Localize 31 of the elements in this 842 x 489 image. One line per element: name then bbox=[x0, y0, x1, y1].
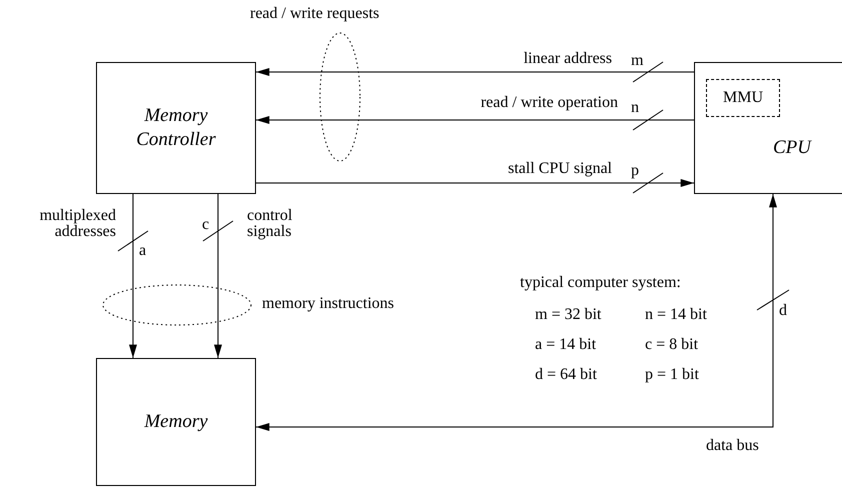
note-text: p = 1 bit bbox=[645, 366, 699, 383]
note-text: n = 14 bit bbox=[645, 306, 707, 323]
note-text: a = 14 bit bbox=[535, 336, 596, 353]
bus-width-label: d bbox=[779, 302, 787, 319]
note-heading: typical computer system: bbox=[520, 274, 681, 291]
connector-arrow bbox=[214, 194, 222, 358]
note-text: d = 64 bit bbox=[535, 366, 597, 383]
memory-box bbox=[96, 358, 256, 486]
bundle-label: read / write requests bbox=[250, 5, 380, 22]
node-label: MMU bbox=[722, 88, 763, 108]
bus-width-label: p bbox=[631, 162, 639, 179]
edge-label: read / write operation bbox=[480, 94, 618, 111]
node-label: CPU bbox=[773, 136, 811, 160]
note-text: c = 8 bit bbox=[645, 336, 698, 353]
connector-arrow bbox=[129, 194, 137, 358]
connector-arrow bbox=[256, 179, 694, 187]
node-label: Memory Controller bbox=[135, 104, 217, 152]
connector-arrow bbox=[256, 68, 694, 76]
mmu-box bbox=[706, 79, 780, 117]
cpu-box bbox=[694, 62, 842, 194]
node-label: Memory bbox=[144, 410, 208, 434]
bundle-label: memory instructions bbox=[262, 295, 394, 312]
note-text: m = 32 bit bbox=[535, 306, 602, 323]
connector-arrow bbox=[256, 194, 777, 431]
bus-width-label: a bbox=[139, 242, 146, 259]
bus-width-label: m bbox=[631, 52, 644, 69]
bus-width-label: n bbox=[631, 99, 639, 116]
memory-controller-box bbox=[96, 62, 256, 194]
connector-arrow bbox=[256, 116, 694, 124]
bus-width-label: c bbox=[202, 216, 210, 233]
edge-label: stall CPU signal bbox=[508, 160, 612, 177]
